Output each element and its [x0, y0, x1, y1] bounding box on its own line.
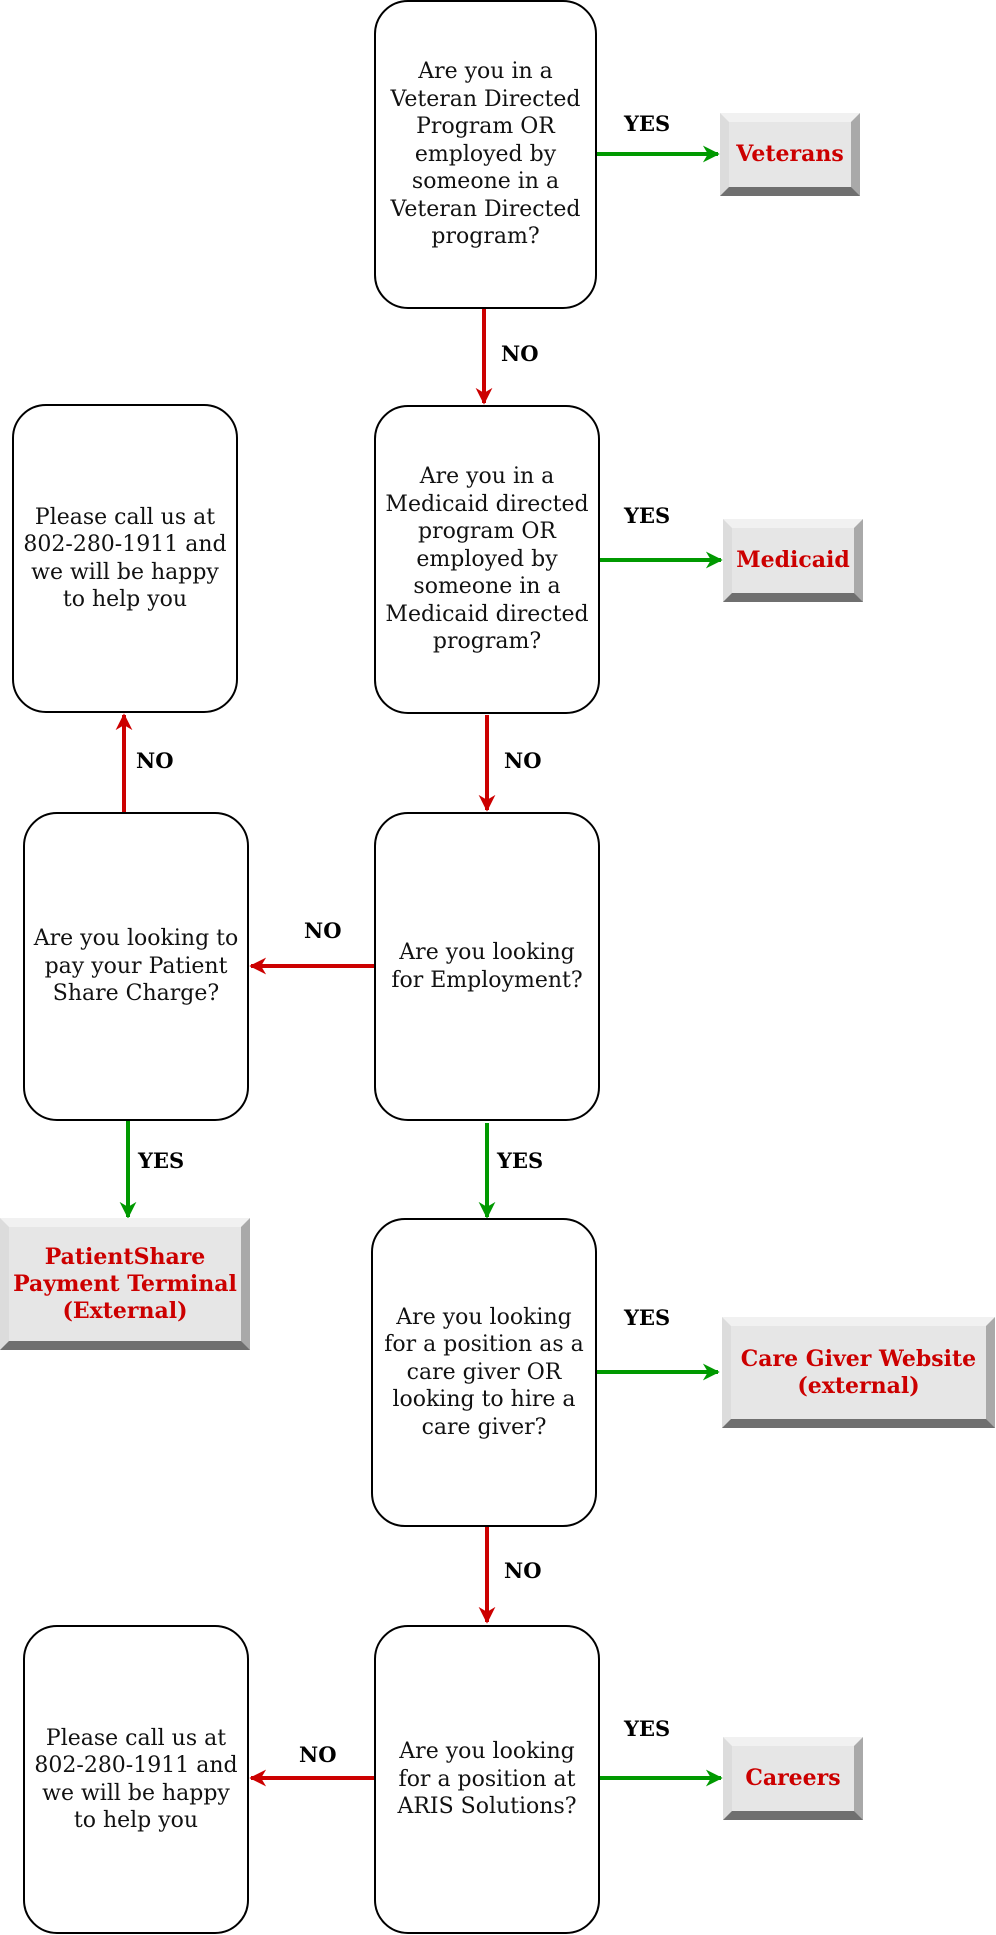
edge-label-caregiver-yes: YES: [624, 1305, 671, 1330]
question-medicaid-program: Are you in a Medicaid directed program O…: [374, 405, 600, 714]
edge-label-veteran-no: NO: [501, 341, 539, 366]
careers-link-button[interactable]: Careers: [723, 1737, 863, 1820]
medicaid-link-button[interactable]: Medicaid: [723, 519, 863, 602]
question-aris-position: Are you looking for a position at ARIS S…: [374, 1625, 600, 1934]
edge-label-veteran-yes: YES: [624, 111, 671, 136]
question-veteran-program: Are you in a Veteran Directed Program OR…: [374, 0, 597, 309]
edge-label-medicaid-yes: YES: [624, 503, 671, 528]
info-call-us-bottom: Please call us at 802-280-1911 and we wi…: [23, 1625, 249, 1934]
question-caregiver: Are you looking for a position as a care…: [371, 1218, 597, 1527]
info-call-us-top: Please call us at 802-280-1911 and we wi…: [12, 404, 238, 713]
question-patient-share: Are you looking to pay your Patient Shar…: [23, 812, 249, 1121]
edge-label-caregiver-no: NO: [504, 1558, 542, 1583]
veterans-link-button[interactable]: Veterans: [720, 113, 860, 196]
edge-label-employment-yes: YES: [497, 1148, 544, 1173]
patientshare-payment-terminal-link-button[interactable]: PatientShare Payment Terminal (External): [0, 1218, 250, 1350]
edge-label-medicaid-no: NO: [504, 748, 542, 773]
edge-label-patient-share-yes: YES: [138, 1148, 185, 1173]
edge-label-aris-yes: YES: [624, 1716, 671, 1741]
caregiver-website-link-button[interactable]: Care Giver Website (external): [722, 1317, 995, 1428]
question-employment: Are you looking for Employment?: [374, 812, 600, 1121]
edge-label-aris-no: NO: [299, 1742, 337, 1767]
edge-label-patient-share-no: NO: [136, 748, 174, 773]
edge-label-employment-no: NO: [304, 918, 342, 943]
